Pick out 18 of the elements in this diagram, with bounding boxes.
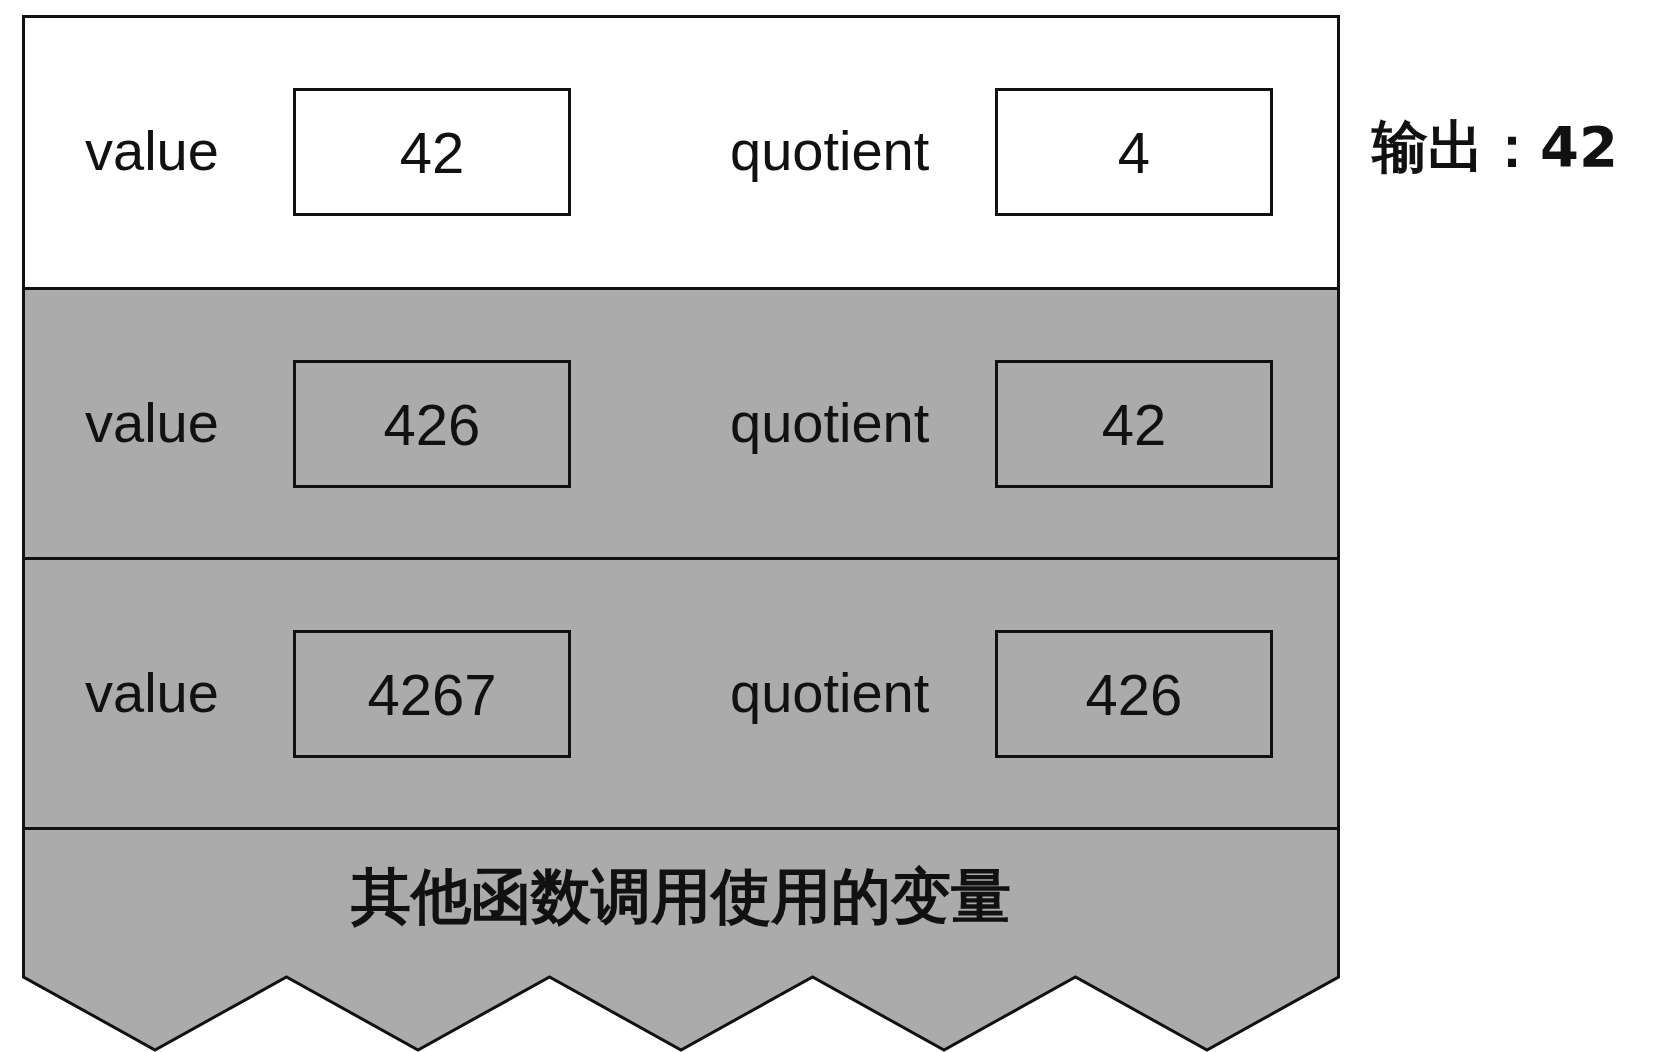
value-box: 4 — [995, 88, 1273, 216]
variable-name: quotient — [730, 118, 930, 183]
stack-frame — [22, 15, 1340, 290]
value-box: 42 — [995, 360, 1273, 488]
variable-name: value — [85, 118, 219, 183]
stack-frame — [22, 557, 1340, 830]
output-note: 输出：42 — [1372, 113, 1618, 181]
variable-name: quotient — [730, 390, 930, 455]
stack-frame — [22, 827, 1340, 1052]
value-box: 426 — [995, 630, 1273, 758]
value-box: 42 — [293, 88, 571, 216]
value-box: 426 — [293, 360, 571, 488]
value-box: 4267 — [293, 630, 571, 758]
stack-frame — [22, 287, 1340, 560]
frame-caption: 其他函数调用使用的变量 — [350, 860, 1012, 933]
variable-name: value — [85, 660, 219, 725]
variable-name: value — [85, 390, 219, 455]
variable-name: quotient — [730, 660, 930, 725]
